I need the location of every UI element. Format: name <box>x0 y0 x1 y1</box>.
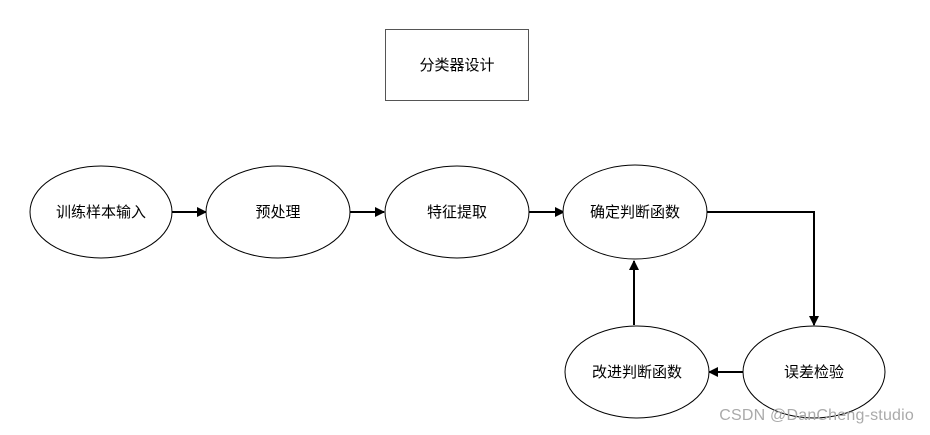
title-box-label: 分类器设计 <box>419 56 494 74</box>
title-box: 分类器设计 <box>385 29 529 101</box>
node-improve-func-label: 改进判断函数 <box>592 363 682 381</box>
node-determine-func-label: 确定判断函数 <box>590 203 680 221</box>
edges <box>172 207 819 377</box>
node-training-input: 训练样本输入 <box>29 165 173 259</box>
node-feature-extract: 特征提取 <box>384 165 530 259</box>
node-determine-func: 确定判断函数 <box>562 164 708 260</box>
node-feature-extract-shape <box>384 165 530 259</box>
node-training-input-shape <box>29 165 173 259</box>
watermark-text: CSDN @DanCheng-studio <box>719 407 914 424</box>
node-preprocess: 预处理 <box>205 165 351 259</box>
node-error-check: 误差检验 <box>742 325 886 419</box>
node-preprocess-shape <box>205 165 351 259</box>
edge-determine-to-error <box>707 211 819 326</box>
node-error-check-shape <box>742 325 886 419</box>
node-feature-extract-label: 特征提取 <box>427 203 487 221</box>
node-improve-func-shape <box>564 325 710 419</box>
node-training-input-label: 训练样本输入 <box>56 203 146 221</box>
title-box-frame <box>385 29 529 101</box>
node-error-check-label: 误差检验 <box>784 363 844 381</box>
node-improve-func: 改进判断函数 <box>564 325 710 419</box>
node-determine-func-shape <box>562 164 708 260</box>
node-preprocess-label: 预处理 <box>255 203 300 221</box>
